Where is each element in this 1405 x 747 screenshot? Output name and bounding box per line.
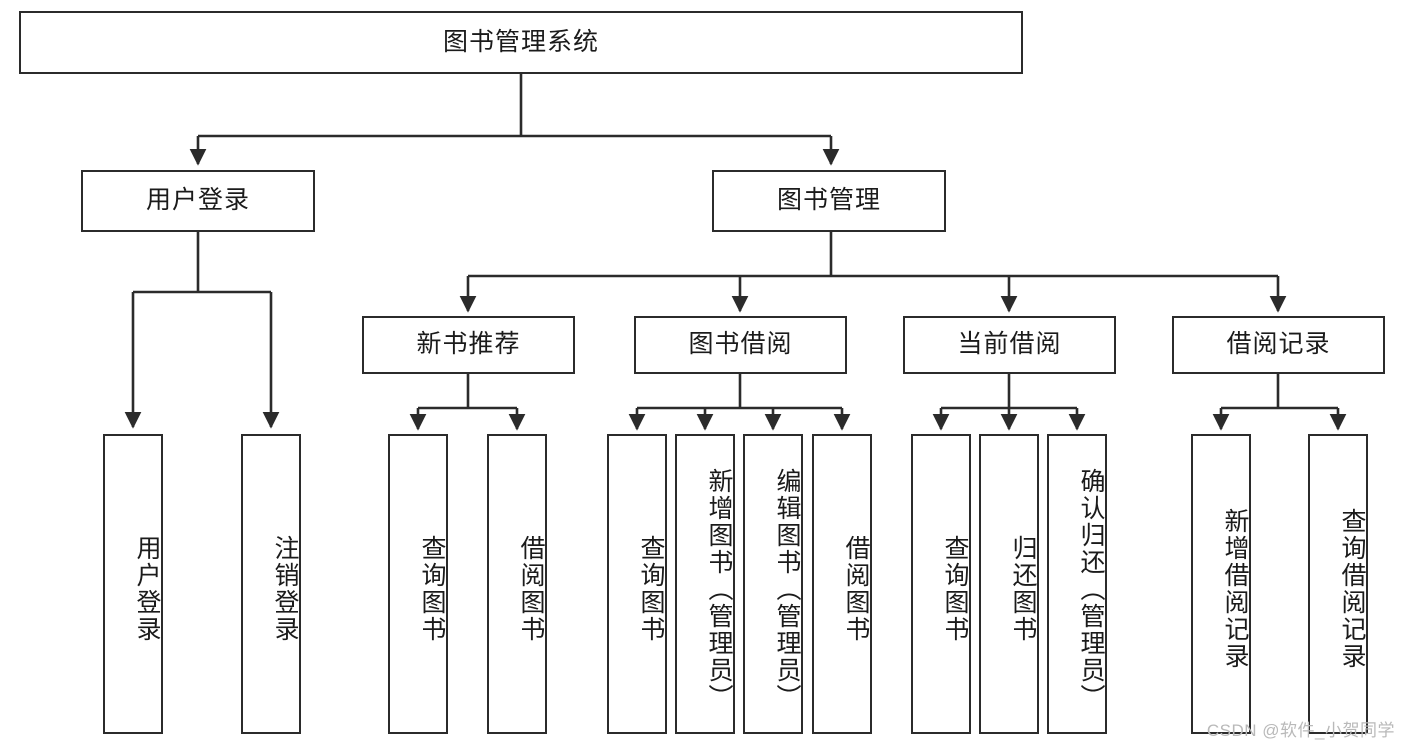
- node-label: 用户登录: [133, 535, 161, 643]
- node-label: 新增借阅记录: [1221, 508, 1249, 670]
- leaf-borrow-book-recommend[interactable]: 借阅图书: [487, 434, 547, 734]
- leaf-query-book-current[interactable]: 查询图书: [911, 434, 971, 734]
- node-label: 编辑图书（管理员）: [773, 467, 801, 711]
- node-new-book-recommend[interactable]: 新书推荐: [362, 316, 575, 374]
- leaf-query-borrow-record[interactable]: 查询借阅记录: [1308, 434, 1368, 734]
- leaf-query-book-recommend[interactable]: 查询图书: [388, 434, 448, 734]
- node-label: 图书管理系统: [442, 27, 599, 56]
- node-label: 新书推荐: [416, 330, 521, 359]
- node-label: 借阅记录: [1226, 330, 1331, 359]
- node-borrow-record[interactable]: 借阅记录: [1172, 316, 1385, 374]
- node-label: 注销登录: [271, 535, 299, 643]
- node-label: 当前借阅: [957, 330, 1062, 359]
- node-label: 查询图书: [418, 535, 446, 643]
- leaf-confirm-return-admin[interactable]: 确认归还（管理员）: [1047, 434, 1107, 734]
- leaf-user-login[interactable]: 用户登录: [103, 434, 163, 734]
- leaf-add-book-admin[interactable]: 新增图书（管理员）: [675, 434, 735, 734]
- node-label: 借阅图书: [517, 535, 545, 643]
- node-book-borrow[interactable]: 图书借阅: [634, 316, 847, 374]
- node-label: 用户登录: [145, 186, 250, 215]
- leaf-add-borrow-record[interactable]: 新增借阅记录: [1191, 434, 1251, 734]
- leaf-query-book-borrow[interactable]: 查询图书: [607, 434, 667, 734]
- node-label: 借阅图书: [842, 535, 870, 643]
- leaf-return-book[interactable]: 归还图书: [979, 434, 1039, 734]
- node-label: 图书借阅: [688, 330, 793, 359]
- node-label: 确认归还（管理员）: [1077, 467, 1105, 711]
- leaf-edit-book-admin[interactable]: 编辑图书（管理员）: [743, 434, 803, 734]
- leaf-borrow-book-borrow[interactable]: 借阅图书: [812, 434, 872, 734]
- node-root-book-management-system[interactable]: 图书管理系统: [19, 11, 1023, 74]
- watermark: CSDN @软件_小贺同学: [1206, 721, 1395, 740]
- node-label: 新增图书（管理员）: [705, 467, 733, 711]
- node-user-login[interactable]: 用户登录: [81, 170, 315, 232]
- node-label: 图书管理: [776, 186, 881, 215]
- node-label: 查询图书: [941, 535, 969, 643]
- node-book-manage[interactable]: 图书管理: [712, 170, 946, 232]
- leaf-logout-login[interactable]: 注销登录: [241, 434, 301, 734]
- node-current-borrow[interactable]: 当前借阅: [903, 316, 1116, 374]
- node-label: 归还图书: [1009, 535, 1037, 643]
- node-label: 查询借阅记录: [1338, 508, 1366, 670]
- node-label: 查询图书: [637, 535, 665, 643]
